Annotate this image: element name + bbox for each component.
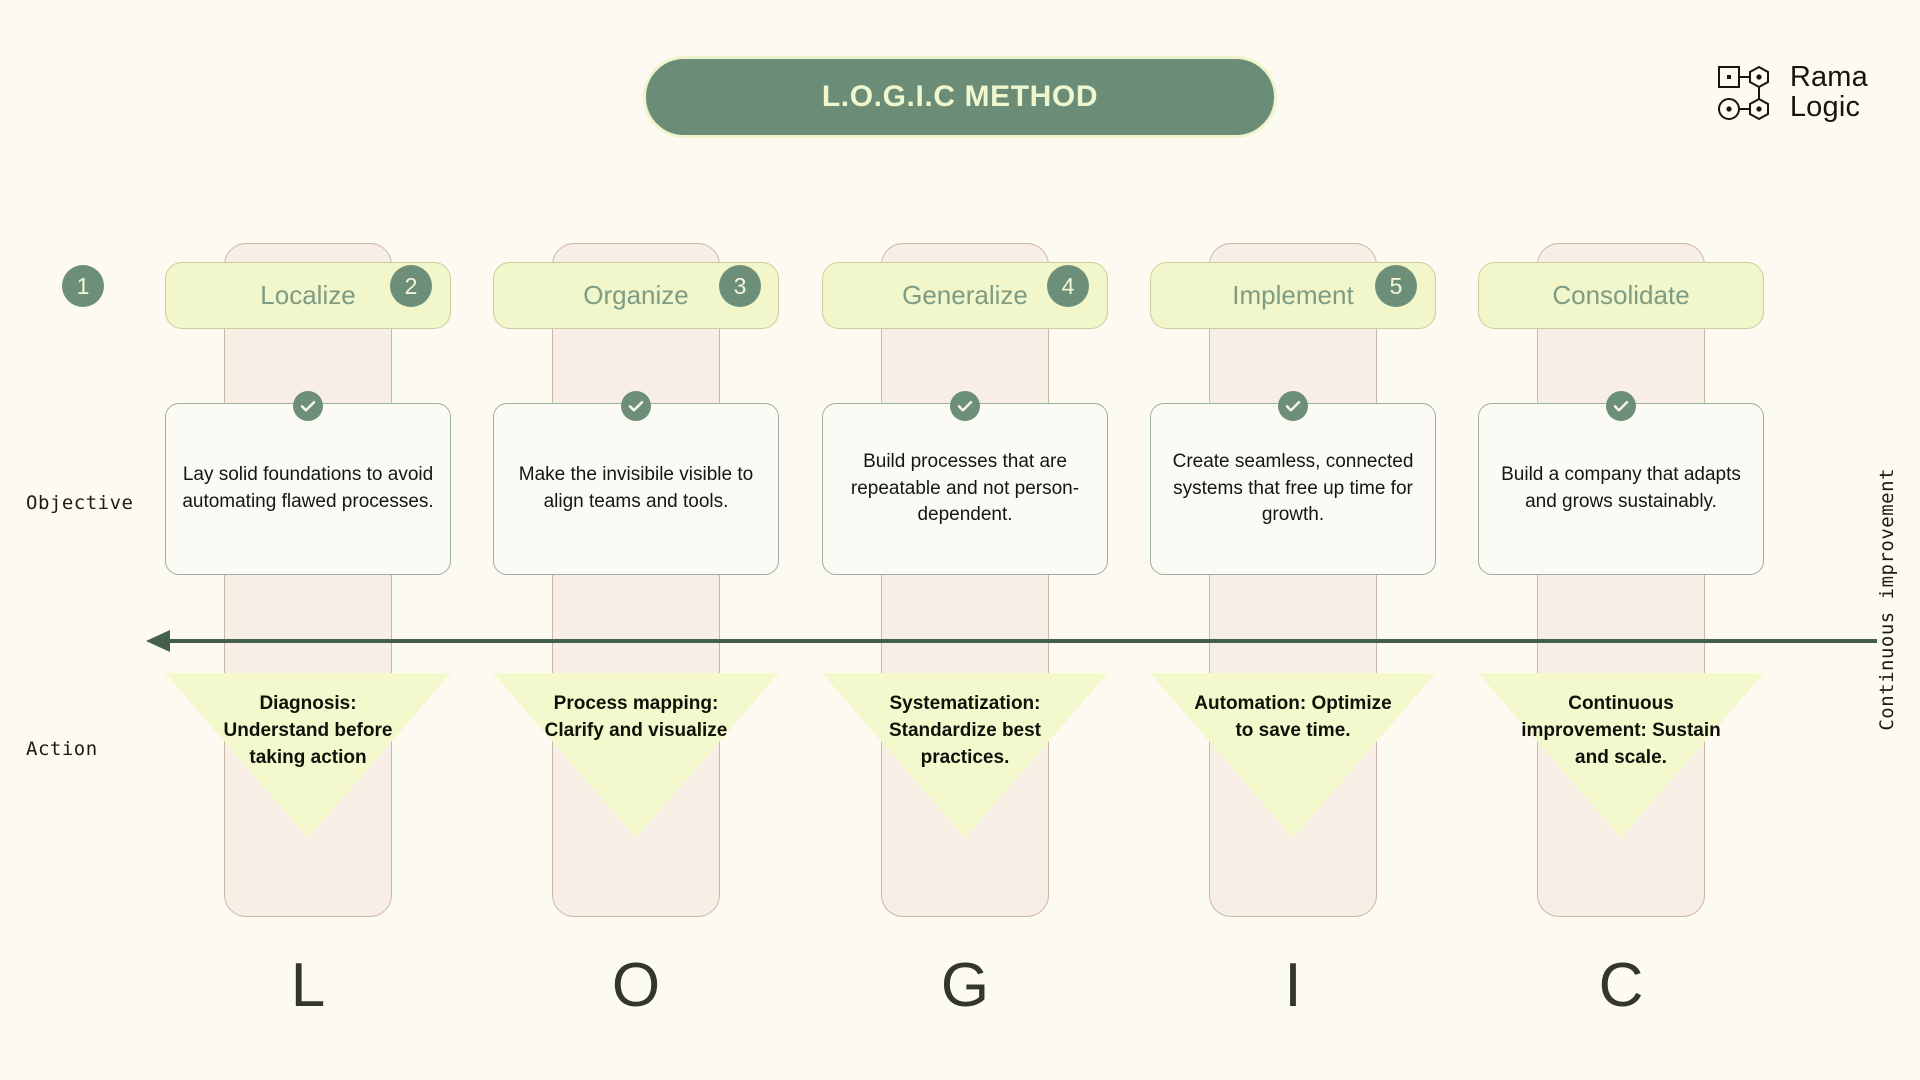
check-glyph (300, 400, 316, 412)
action-triangle (1150, 673, 1436, 838)
stage-name-label: Implement (1232, 280, 1354, 310)
logo-line-1: Rama (1789, 61, 1868, 94)
logo-line-2: Logic (1789, 91, 1861, 123)
logo-wordmark: Rama Logic (1790, 63, 1868, 122)
action-text-3: Systematization: Standardize best practi… (888, 693, 1042, 768)
stage-name-label: Localize (260, 280, 356, 310)
action-text-4: Automation: Optimize to save time. (1194, 693, 1392, 741)
rama-logic-node-graph-icon (1717, 65, 1769, 121)
objective-text: Create seamless, connected systems that … (1172, 450, 1414, 526)
action-text-5: Continuous improvement: Sustain and scal… (1521, 693, 1721, 768)
stage-header-5[interactable]: Consolidate (1478, 262, 1764, 329)
brand-logo: Rama Logic (1716, 62, 1868, 124)
check-icon (1606, 391, 1636, 421)
action-triangle (493, 673, 779, 838)
continuous-improvement-arrow-line (168, 639, 1877, 643)
stage-number-badge-5: 5 (1375, 265, 1417, 307)
check-icon (950, 391, 980, 421)
check-icon (293, 391, 323, 421)
stage-column-1: Localize 1 Lay solid foundations to avoi… (62, 243, 451, 917)
stage-column-4: Implement 4 Create seamless, connected s… (1047, 243, 1436, 917)
objective-text: Lay solid foundations to avoid automatin… (182, 464, 434, 512)
check-glyph (1285, 400, 1301, 412)
objective-text: Make the invisibile visible to align tea… (518, 464, 754, 512)
check-glyph (1613, 400, 1629, 412)
stage-column-5: Consolidate 5 Build a company that adapt… (1375, 243, 1764, 917)
objective-card-3: Build processes that are repeatable and … (822, 403, 1108, 575)
stage-number-badge-3: 3 (719, 265, 761, 307)
objective-card-1: Lay solid foundations to avoid automatin… (165, 403, 451, 575)
objective-card-5: Build a company that adapts and grows su… (1478, 403, 1764, 575)
check-icon (621, 391, 651, 421)
check-icon (1278, 391, 1308, 421)
stage-number-badge-4: 4 (1047, 265, 1089, 307)
acronym-letter-1: L (290, 951, 326, 1020)
action-triangle (165, 673, 451, 838)
stage-number-badge-2: 2 (390, 265, 432, 307)
objective-text: Build a company that adapts and grows su… (1501, 464, 1741, 512)
action-triangle (1478, 673, 1764, 838)
acronym-letter-5: C (1598, 951, 1644, 1020)
stage-name-label: Generalize (902, 280, 1028, 310)
stage-column-2: Organize 2 Make the invisibile visible t… (390, 243, 779, 917)
page-title: L.O.G.I.C METHOD (643, 56, 1277, 138)
stage-name-label: Organize (583, 280, 689, 310)
stage-name-label: Consolidate (1552, 280, 1690, 310)
objective-card-4: Create seamless, connected systems that … (1150, 403, 1436, 575)
stage-column-3: Generalize 3 Build processes that are re… (719, 243, 1108, 917)
action-triangle (822, 673, 1108, 838)
action-text-1: Diagnosis: Understand before taking acti… (223, 693, 393, 768)
row-label-objective: Objective (26, 492, 134, 514)
action-text-2: Process mapping: Clarify and visualize (544, 693, 728, 741)
continuous-improvement-arrow-head (146, 630, 170, 652)
acronym-letter-4: I (1284, 951, 1302, 1020)
continuous-improvement-label: Continuous improvement (1876, 468, 1898, 731)
check-glyph (628, 400, 644, 412)
stage-number-badge-1: 1 (62, 265, 104, 307)
row-label-action: Action (26, 738, 98, 760)
acronym-letter-2: O (611, 951, 661, 1020)
acronym-letter-3: G (940, 951, 990, 1020)
objective-card-2: Make the invisibile visible to align tea… (493, 403, 779, 575)
check-glyph (957, 400, 973, 412)
objective-text: Build processes that are repeatable and … (850, 450, 1080, 526)
